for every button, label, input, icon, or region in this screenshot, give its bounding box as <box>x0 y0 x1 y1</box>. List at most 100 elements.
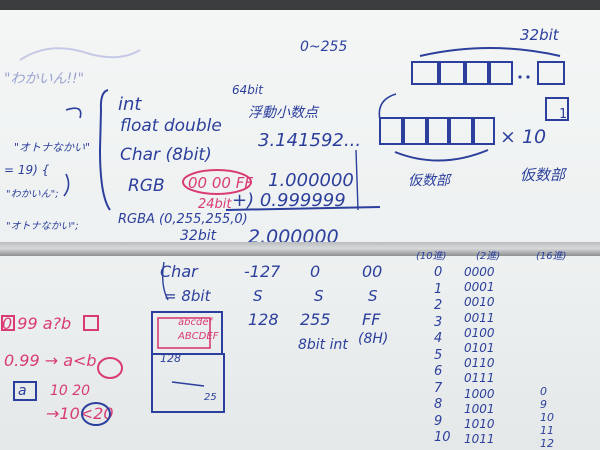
left-note-5: "オトナなかい"; <box>6 221 79 232</box>
red-note-3: 10 20 <box>50 383 91 399</box>
mantissa-cell-5 <box>473 117 495 145</box>
bits64-label: 64bit <box>232 83 263 97</box>
binary-code-5: 0101 <box>464 341 495 355</box>
char-box-bottom <box>151 353 225 413</box>
bits24-label: 24bit <box>198 197 232 212</box>
binary-code-1: 0001 <box>464 280 495 295</box>
char-table-r1c2: -127 <box>244 262 281 281</box>
binary-code-11: 1011 <box>464 432 495 447</box>
type-list-bracket <box>98 89 111 211</box>
left-brace-mark <box>65 107 82 119</box>
box-label-abcdef: abcdef <box>178 317 212 328</box>
mantissa-label: 仮数部 <box>408 173 450 189</box>
type-rgba: RGBA (0,255,255,0) <box>118 212 248 227</box>
char-table-r2c2: S <box>253 287 263 305</box>
type-float-double: float double <box>120 116 222 136</box>
binary-decimal-7: 7 <box>434 380 443 396</box>
value-add: +) 0.999999 <box>232 190 346 211</box>
left-brace-mark-2 <box>63 173 70 197</box>
binary-right-4: 12 <box>540 437 554 450</box>
blue-circle-20 <box>81 402 111 426</box>
board-frame <box>0 0 600 10</box>
red-box-left <box>1 315 15 331</box>
char-table-r1c4: 00 <box>362 262 383 281</box>
binary-decimal-1: 1 <box>434 281 443 297</box>
box-label-128: 128 <box>160 352 181 365</box>
type-rgb: RGB <box>128 176 165 196</box>
left-note-3: = 19) { <box>4 163 50 177</box>
binary-code-2: 0010 <box>464 295 495 310</box>
left-note-2: "オトナなかい" <box>14 141 91 154</box>
char-table-r4c3: 8bit int <box>298 337 348 353</box>
top-cell-2 <box>439 61 465 85</box>
left-note-4: "わかいん"; <box>6 189 59 200</box>
char-table-r2c1: = 8bit <box>164 287 211 305</box>
exponent-box <box>545 97 569 121</box>
range-label: 0~255 <box>300 39 348 55</box>
top-memory-cells <box>411 61 565 85</box>
pi-value: 3.141592... <box>258 130 362 151</box>
mantissa-cell-sign <box>379 117 403 145</box>
binary-header-dec: (10進) <box>416 251 447 262</box>
char-table-r2c4: S <box>368 287 378 305</box>
ellipsis-dot-1 <box>518 75 522 79</box>
value-sum: 2.000000 <box>248 226 339 248</box>
mantissa-cell-2 <box>403 117 427 145</box>
binary-code-9: 1001 <box>464 401 495 416</box>
binary-right-0: 0 <box>540 385 547 398</box>
binary-code-6: 0110 <box>464 356 495 371</box>
arrow-curve <box>378 93 397 121</box>
binary-header-hex: (16進) <box>536 251 567 262</box>
char-box-inner <box>157 317 211 349</box>
binary-code-4: 0100 <box>464 325 495 340</box>
blue-note-a: a <box>18 383 27 399</box>
binary-code-3: 0011 <box>464 310 495 325</box>
binary-right-2: 10 <box>540 411 554 424</box>
mantissa-brace <box>394 149 489 162</box>
mantissa-cells <box>379 117 495 145</box>
char-table-r1c3: 0 <box>310 262 321 281</box>
binary-decimal-3: 3 <box>434 314 443 330</box>
binary-decimal-8: 8 <box>434 397 443 412</box>
char-table-r2c3: S <box>314 287 324 305</box>
ellipsis-dot-2 <box>526 75 530 79</box>
binary-decimal-2: 2 <box>434 298 443 313</box>
char-table-r3c3: 255 <box>300 310 331 329</box>
type-int: int <box>118 94 142 115</box>
char-table-curl <box>161 261 169 301</box>
sum-underline <box>225 206 381 211</box>
top-cell-3 <box>465 61 489 85</box>
char-table-r4c4: (8H) <box>358 331 389 347</box>
char-table-r1c1: Char <box>160 262 198 281</box>
red-note-2: 0.99 → a<b <box>4 351 97 370</box>
type-char: Char (8bit) <box>120 145 212 165</box>
binary-decimal-6: 6 <box>434 364 443 379</box>
top-cell-4 <box>489 61 513 85</box>
binary-right-1: 9 <box>540 398 547 411</box>
lower-whiteboard-panel: Char -127 0 00 = 8bit S S S 128 255 FF 8… <box>0 252 600 450</box>
sum-separator <box>355 149 359 211</box>
binary-decimal-10: 10 <box>434 430 451 445</box>
char-table-r3c4: FF <box>362 310 381 329</box>
box-label-25: 25 <box>204 392 217 403</box>
binary-decimal-9: 9 <box>434 413 443 429</box>
blue-box-a <box>13 381 37 401</box>
binary-decimal-0: 0 <box>434 265 443 280</box>
mantissa-cell-4 <box>449 117 473 145</box>
left-note-1: "わかいん!!" <box>4 71 85 87</box>
value-one: 1.000000 <box>268 170 354 191</box>
exponent-box-digit: 1 <box>559 107 567 122</box>
char-table-r3c2: 128 <box>248 310 279 329</box>
top-cell-last <box>537 61 565 85</box>
ff-code: 00 00 FF <box>188 174 253 192</box>
binary-header-bin: (2進) <box>476 251 501 262</box>
times-ten: × 10 <box>500 126 547 148</box>
red-box-q <box>83 315 99 331</box>
binary-decimal-4: 4 <box>434 331 443 346</box>
red-circle-ff <box>182 169 252 195</box>
red-note-4: →10<20 <box>46 404 114 423</box>
bits32-top-label: 32bit <box>520 26 559 44</box>
binary-code-0: 0000 <box>464 265 495 279</box>
